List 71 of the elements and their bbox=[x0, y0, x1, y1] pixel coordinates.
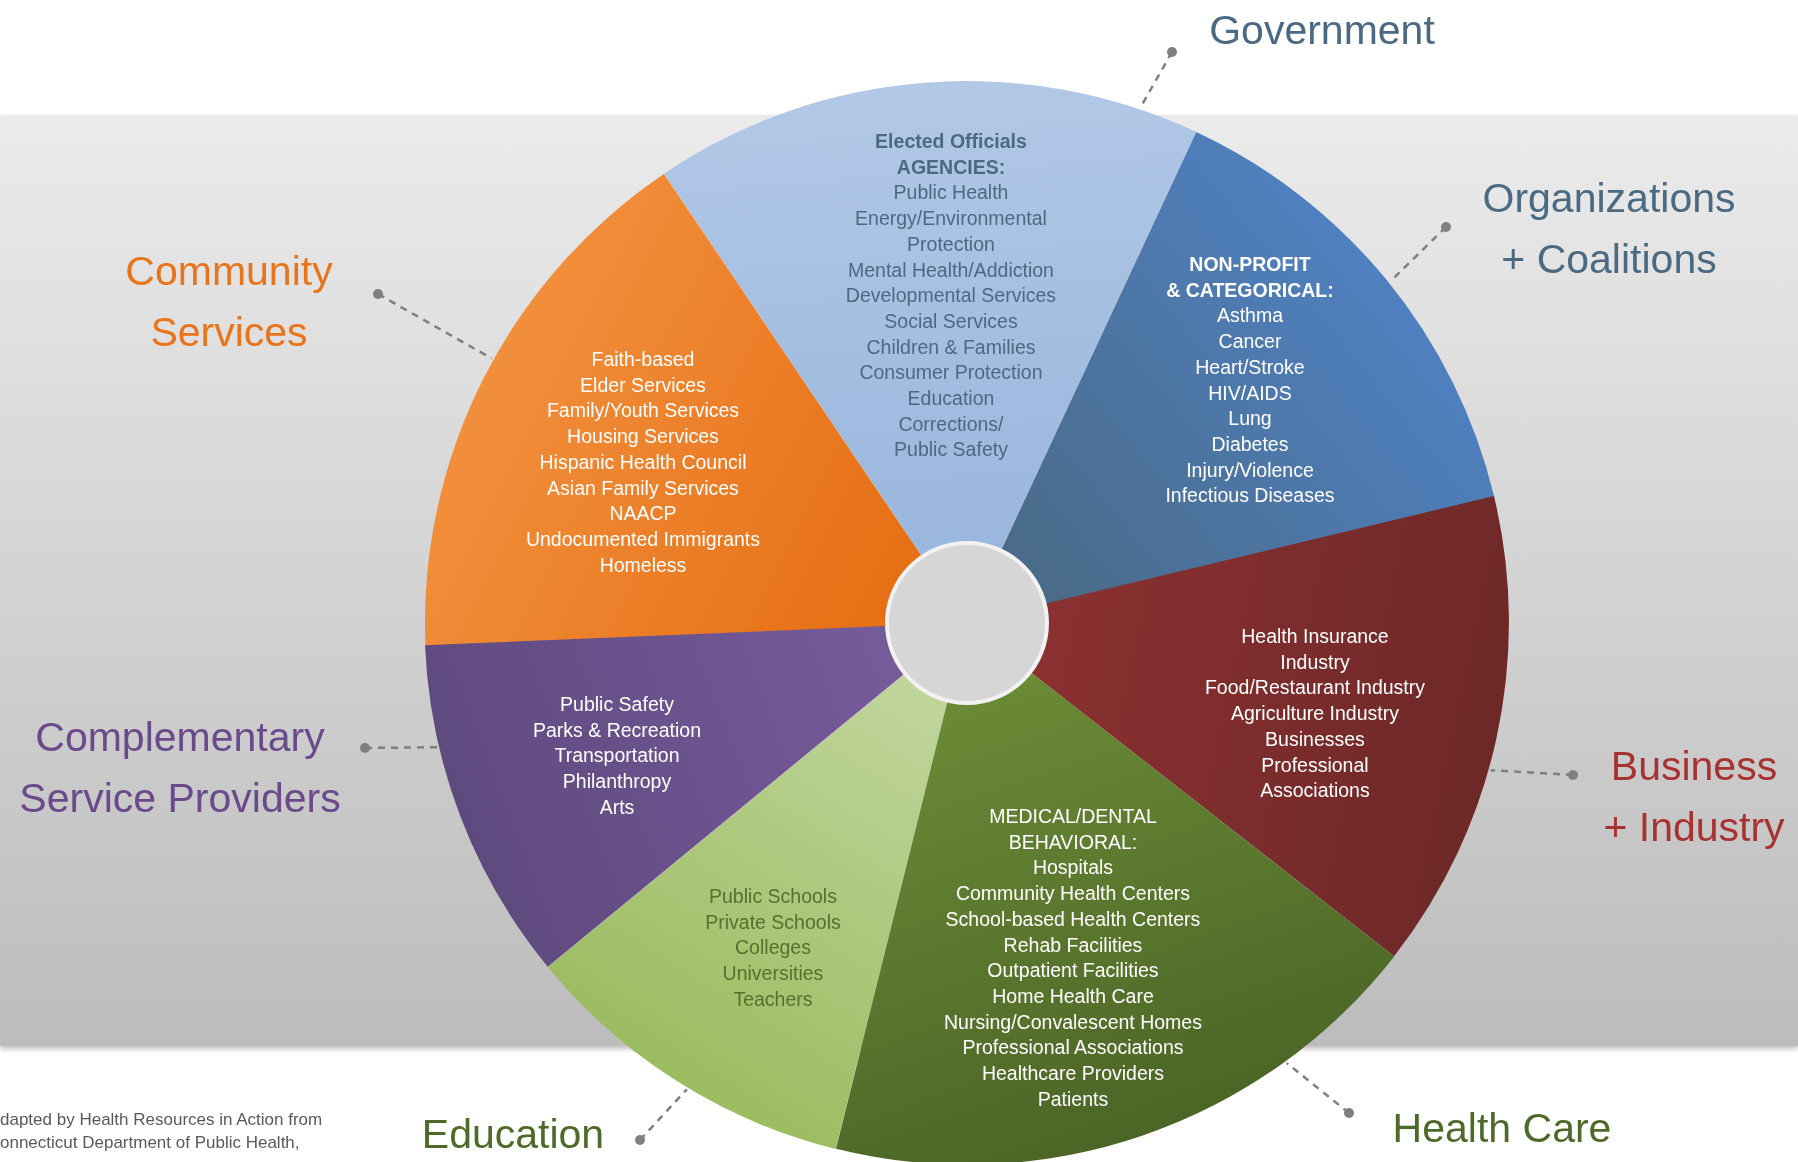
sector-item: Patients bbox=[1037, 1086, 1109, 1112]
source-note: onnecticut Department of Public Health, bbox=[0, 1132, 300, 1154]
sector-item: Healthcare Providers bbox=[981, 1060, 1164, 1086]
sector-item: Housing Services bbox=[567, 424, 719, 450]
sector-item: Public Schools bbox=[709, 883, 837, 909]
leader-line bbox=[1490, 768, 1578, 780]
sector-item: Cancer bbox=[1218, 329, 1282, 355]
sector-item: Businesses bbox=[1265, 726, 1365, 752]
sector-item: Colleges bbox=[735, 935, 811, 961]
sector-item: Public Health bbox=[893, 180, 1009, 206]
source-note: dapted by Health Resources in Action from bbox=[0, 1109, 323, 1131]
sector-item: MEDICAL/DENTAL BEHAVIORAL: bbox=[988, 803, 1158, 855]
sector-item: Infectious Diseases bbox=[1165, 483, 1335, 509]
sector-item: Professional Associations bbox=[962, 1035, 1184, 1061]
sector-item: Consumer Protection bbox=[859, 360, 1043, 386]
hub-circle bbox=[885, 541, 1049, 705]
sector-item: Undocumented Immigrants bbox=[525, 527, 761, 553]
leader-line bbox=[373, 289, 493, 360]
sector-item: Agriculture Industry bbox=[1231, 701, 1399, 727]
sector-item: Community Health Centers bbox=[955, 880, 1190, 906]
sector-item: Philanthropy bbox=[562, 768, 672, 794]
sector-item: Energy/Environmental Protection bbox=[854, 206, 1048, 257]
sector-item: Hospitals bbox=[1032, 855, 1114, 881]
sector-item: Universities bbox=[722, 960, 824, 986]
sector-item: Public Safety bbox=[560, 691, 674, 717]
category-title: Organizations + Coalitions bbox=[1476, 168, 1742, 290]
sector-heading: Elected Officials bbox=[875, 128, 1027, 154]
sector-heading: & CATEGORICAL: bbox=[1166, 278, 1334, 304]
sector-item: Education bbox=[907, 385, 995, 411]
sector-item: Children & Families bbox=[866, 334, 1036, 360]
sector-item: Corrections/ Public Safety bbox=[893, 411, 1009, 463]
sector-item: Hispanic Health Council bbox=[539, 450, 747, 476]
sector-item: Diabetes bbox=[1211, 432, 1289, 458]
sector-item: Asian Family Services bbox=[547, 475, 739, 501]
sector-item: Asthma bbox=[1216, 303, 1284, 329]
sector-item: Health Insurance Industry bbox=[1240, 624, 1390, 675]
sector-item: Family/Youth Services bbox=[546, 398, 740, 424]
sector-item: Homeless bbox=[599, 552, 687, 578]
sector-item: Nursing/Convalescent Homes bbox=[944, 1009, 1202, 1035]
leader-line bbox=[360, 743, 438, 753]
sector-item: Home Health Care bbox=[992, 983, 1154, 1009]
sector-item: Elder Services bbox=[580, 373, 706, 398]
sector-item: Professional Associations bbox=[1259, 752, 1371, 804]
category-title: Community Services bbox=[109, 241, 349, 363]
leader-line bbox=[1285, 1062, 1354, 1118]
sector-item: Faith-based bbox=[591, 347, 695, 373]
leader-line bbox=[635, 1088, 688, 1145]
sector-item: Food/Restaurant Industry bbox=[1204, 675, 1425, 701]
sector-item: Developmental Services bbox=[845, 283, 1057, 309]
sector-item: Injury/Violence bbox=[1186, 458, 1314, 484]
category-title: Government bbox=[1172, 0, 1472, 61]
category-title: Business + Industry bbox=[1594, 736, 1794, 858]
sector-item: Parks & Recreation bbox=[533, 717, 701, 743]
sector-item: Rehab Facilities bbox=[1003, 932, 1143, 958]
sector-item: Arts bbox=[599, 794, 635, 820]
sector-heading: NON-PROFIT bbox=[1189, 252, 1311, 278]
sector-item: Outpatient Facilities bbox=[987, 958, 1159, 983]
category-title: Complementary Service Providers bbox=[4, 707, 356, 829]
sector-item: Heart/Stroke bbox=[1195, 355, 1305, 381]
sector-item: Lung bbox=[1228, 406, 1272, 432]
sector-item: School-based Health Centers bbox=[945, 906, 1201, 932]
sector-item: HIV/AIDS bbox=[1208, 381, 1292, 406]
sector-item: Private Schools bbox=[705, 909, 841, 935]
category-title: Health Care bbox=[1382, 1097, 1622, 1159]
sector-item: Social Services bbox=[884, 308, 1018, 334]
sector-item: Mental Health/Addiction bbox=[848, 257, 1054, 283]
sector-item: NAACP bbox=[609, 501, 677, 527]
sector-heading: AGENCIES: bbox=[896, 154, 1006, 180]
category-title: Education bbox=[403, 1103, 623, 1162]
sector-item: Transportation bbox=[554, 743, 680, 769]
sector-item: Teachers bbox=[733, 986, 813, 1012]
